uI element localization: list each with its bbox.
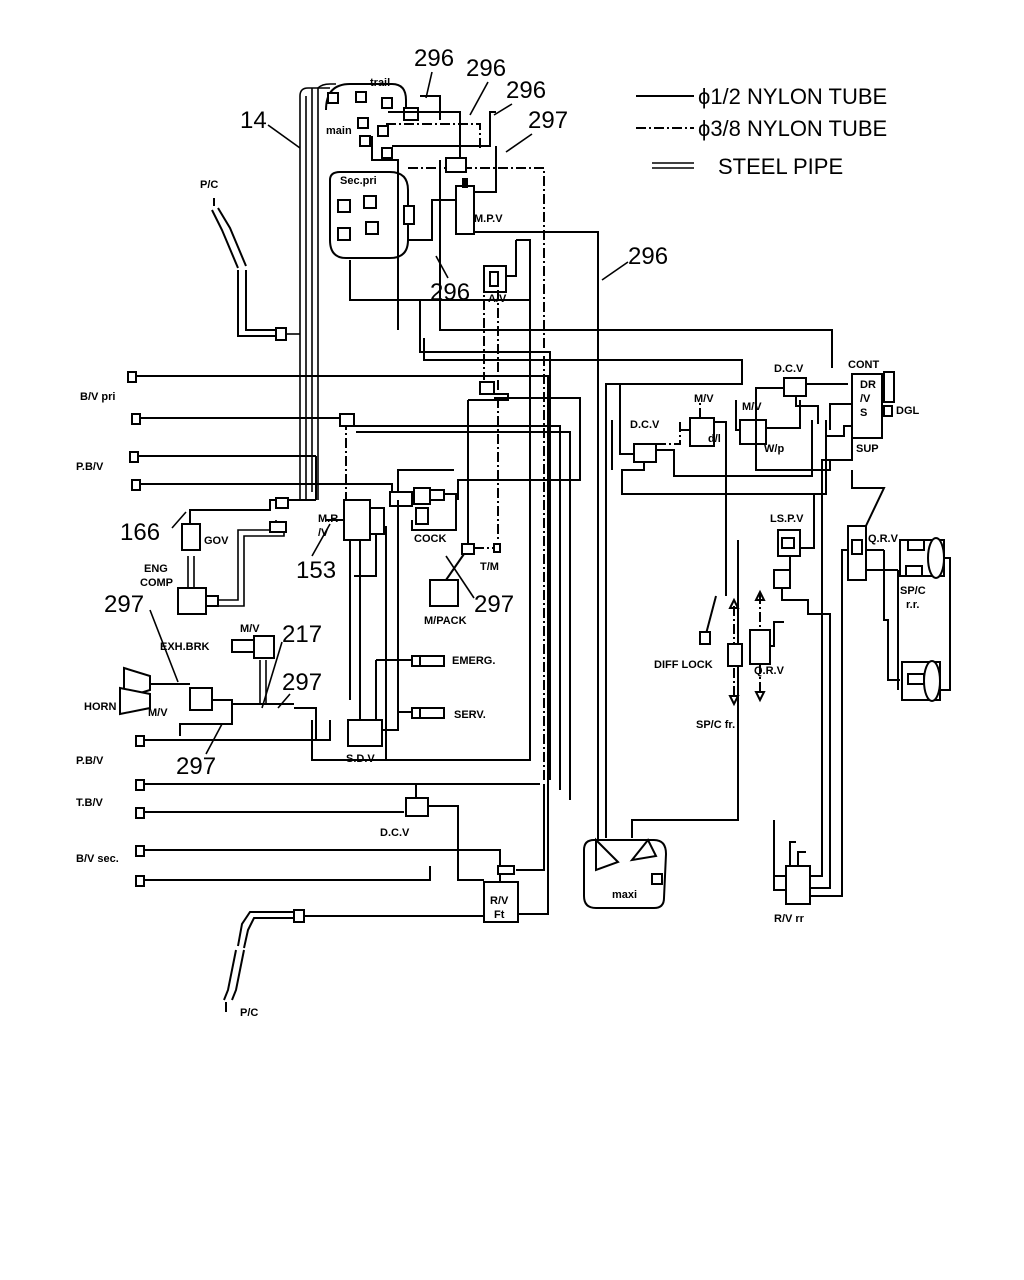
spring-chamber-rear: SP/C r.r. [897,537,951,702]
cont-dr-valve: CONT DR /V S DGL SUP [804,359,920,877]
label-sec-pri: Sec.pri [340,175,377,187]
label-main: main [326,125,352,137]
label-v: /V [860,393,871,405]
qrv-rear: Q.R.V [810,525,900,897]
label-pbv-bottom: P.B/V [76,755,104,767]
air-tank-block: trail main Sec.pri [311,77,545,780]
label-pbv-top: P.B/V [76,461,104,473]
label-tbv: T.B/V [76,797,104,809]
label-serv: SERV. [454,709,486,721]
label-sup: SUP [856,443,879,455]
label-pc-bottom: P/C [240,1007,258,1019]
mrv-valve: M.R /V [318,413,385,720]
label-s: S [860,407,867,419]
label-cock: COCK [414,533,446,545]
mv-dl: M/V d/l [680,393,727,596]
label-comp: COMP [140,577,173,589]
label-sdv: S.D.V [346,753,375,765]
label-gov: GOV [204,535,229,547]
label-dr: DR [860,379,876,391]
callout-296-c: 296 [506,77,546,104]
callout-296-d: 296 [628,243,668,270]
callout-217: 217 [282,621,322,648]
label-spc-rr1: SP/C [900,585,926,597]
pc-bottom-coupling: P/C [223,909,484,1019]
tm-mpack: T/M M/PACK [424,400,501,627]
dcv-mid: D.C.V [619,384,827,495]
mpv-valve: M.P.V [408,146,599,500]
callout-296-e: 296 [430,279,470,306]
label-rv-rr: R/V rr [774,913,805,925]
label-qrv-fr: Q.R.V [754,665,785,677]
dcv-low-rv-ft: D.C.V R/V Ft [380,784,549,923]
label-maxi: maxi [612,889,637,901]
legend: ϕ1/2 NYLON TUBE ϕ3/8 NYLON TUBE STEEL PI… [636,84,887,179]
label-dcv-low: D.C.V [380,827,410,839]
callout-297-d: 297 [474,591,514,618]
label-bv-pri: B/V pri [80,391,115,403]
label-dl: d/l [708,433,721,445]
governor-compressor: GOV ENG COMP [140,497,316,615]
callout-297-e: 297 [176,753,216,780]
emerg-serv-sdv: EMERG. SERV. S.D.V [346,500,495,765]
callout-153: 153 [296,557,336,584]
callout-297-a: 297 [528,107,568,134]
pc-top-coupling: P/C [200,179,300,341]
label-exh-brk: EXH.BRK [160,641,210,653]
label-rv-ft1: R/V [490,895,509,907]
exhaust-brake-horn: EXH.BRK M/V HORN M/V [84,623,317,740]
label-eng: ENG [144,563,168,575]
label-qrv-rr: Q.R.V [868,533,899,545]
label-mpv: M.P.V [474,213,503,225]
lspv-valve: LS.P.V [770,494,831,889]
legend-steel-pipe: STEEL PIPE [718,154,843,179]
label-trail: trail [370,77,390,89]
label-spc-rr2: r.r. [906,599,919,611]
rv-rear: R/V rr [773,820,811,925]
label-mv-exh: M/V [240,623,260,635]
callout-296-b: 296 [466,55,506,82]
callout-297-c: 297 [282,669,322,696]
callout-297-b: 297 [104,591,144,618]
label-pc-top: P/C [200,179,218,191]
maxi-chamber: maxi [423,338,743,909]
mv-wp: M/V W/p [735,400,801,455]
label-dgl: DGL [896,405,920,417]
steel-pipe-bundle [299,83,336,500]
label-diff-lock: DIFF LOCK [654,659,713,671]
interconnect-lines [315,160,833,800]
label-mpack: M/PACK [424,615,467,627]
label-lspv: LS.P.V [770,513,804,525]
label-wp: W/p [764,443,784,455]
label-mr2: /V [318,527,329,539]
label-dcv-mid: D.C.V [630,419,660,431]
legend-nylon-12: ϕ1/2 NYLON TUBE [698,84,887,109]
callout-166: 166 [120,519,160,546]
label-bv-sec: B/V sec. [76,853,119,865]
dcv-top: D.C.V [755,363,848,471]
callouts: 296 296 296 297 14 296 296 166 153 297 2… [104,45,668,780]
tank-fitting [327,92,339,104]
label-cont: CONT [848,359,879,371]
callout-296-a: 296 [414,45,454,72]
label-mv-wp: M/V [742,401,762,413]
label-tm: T/M [480,561,499,573]
label-dcv-top: D.C.V [774,363,804,375]
label-spc-fr: SP/C fr. [696,719,735,731]
label-mv-dl: M/V [694,393,714,405]
label-horn: HORN [84,701,116,713]
legend-nylon-38: ϕ3/8 NYLON TUBE [698,116,887,141]
label-emerg: EMERG. [452,655,495,667]
callout-14: 14 [240,107,267,134]
label-mv-horn: M/V [148,707,168,719]
cock-valve: COCK [389,469,457,545]
label-rv-ft2: Ft [494,909,505,921]
left-side-valves: B/V pri P.B/V P.B/V T.B/V B/V sec. [76,371,549,887]
diff-lock-front: DIFF LOCK Q.R.V SP/C fr. [654,589,785,731]
